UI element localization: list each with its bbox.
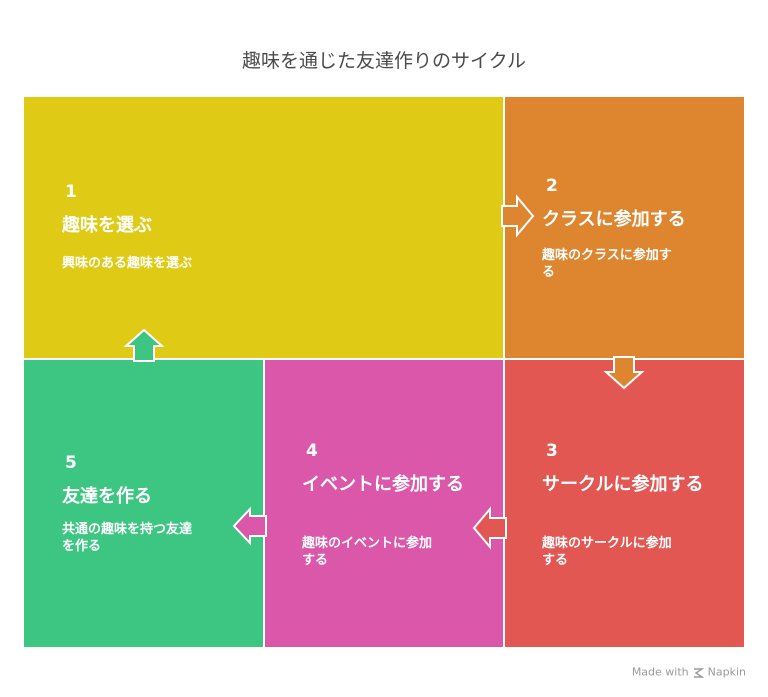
step-1-panel: 1 趣味を選ぶ 興味のある趣味を選ぶ xyxy=(24,97,504,359)
step-5-description: 共通の趣味を持つ友達 を作る xyxy=(62,522,193,554)
diagram-title: 趣味を通じた友達作りのサイクル xyxy=(241,50,527,72)
arrow-2-to-3 xyxy=(603,356,645,390)
step-3-number: 3 xyxy=(546,441,558,461)
step-3-panel: 3 サークルに参加する 趣味のサークルに参加 する xyxy=(504,359,744,647)
step-2-number: 2 xyxy=(546,176,558,196)
step-1-heading: 趣味を選ぶ xyxy=(62,215,152,236)
step-5-panel: 5 友達を作る 共通の趣味を持つ友達 を作る xyxy=(24,359,264,647)
step-1-number: 1 xyxy=(65,182,77,202)
step-3-heading: サークルに参加する xyxy=(542,474,704,495)
step-4-panel: 4 イベントに参加する 趣味のイベントに参加 する xyxy=(264,359,504,647)
step-4-number: 4 xyxy=(306,441,318,461)
step-4-heading: イベントに参加する xyxy=(302,474,464,495)
step-3-description: 趣味のサークルに参加 する xyxy=(542,536,672,568)
arrow-4-to-5 xyxy=(232,506,267,546)
step-2-panel: 2 クラスに参加する 趣味のクラスに参加す る xyxy=(504,97,744,359)
step-1-description: 興味のある趣味を選ぶ xyxy=(62,256,193,271)
step-4-description: 趣味のイベントに参加 する xyxy=(302,536,433,568)
footer-credit: Made with Napkin xyxy=(632,665,746,679)
brand-name: Napkin xyxy=(707,665,746,679)
made-with-text: Made with xyxy=(631,665,689,679)
arrow-5-to-1 xyxy=(123,328,165,362)
step-2-description: 趣味のクラスに参加す る xyxy=(542,248,672,280)
step-2-heading: クラスに参加する xyxy=(542,209,686,230)
arrow-1-to-2 xyxy=(501,194,535,238)
arrow-3-to-4 xyxy=(472,506,507,550)
napkin-logo-icon xyxy=(692,666,708,679)
step-5-heading: 友達を作る xyxy=(62,486,152,507)
step-5-number: 5 xyxy=(65,453,77,473)
